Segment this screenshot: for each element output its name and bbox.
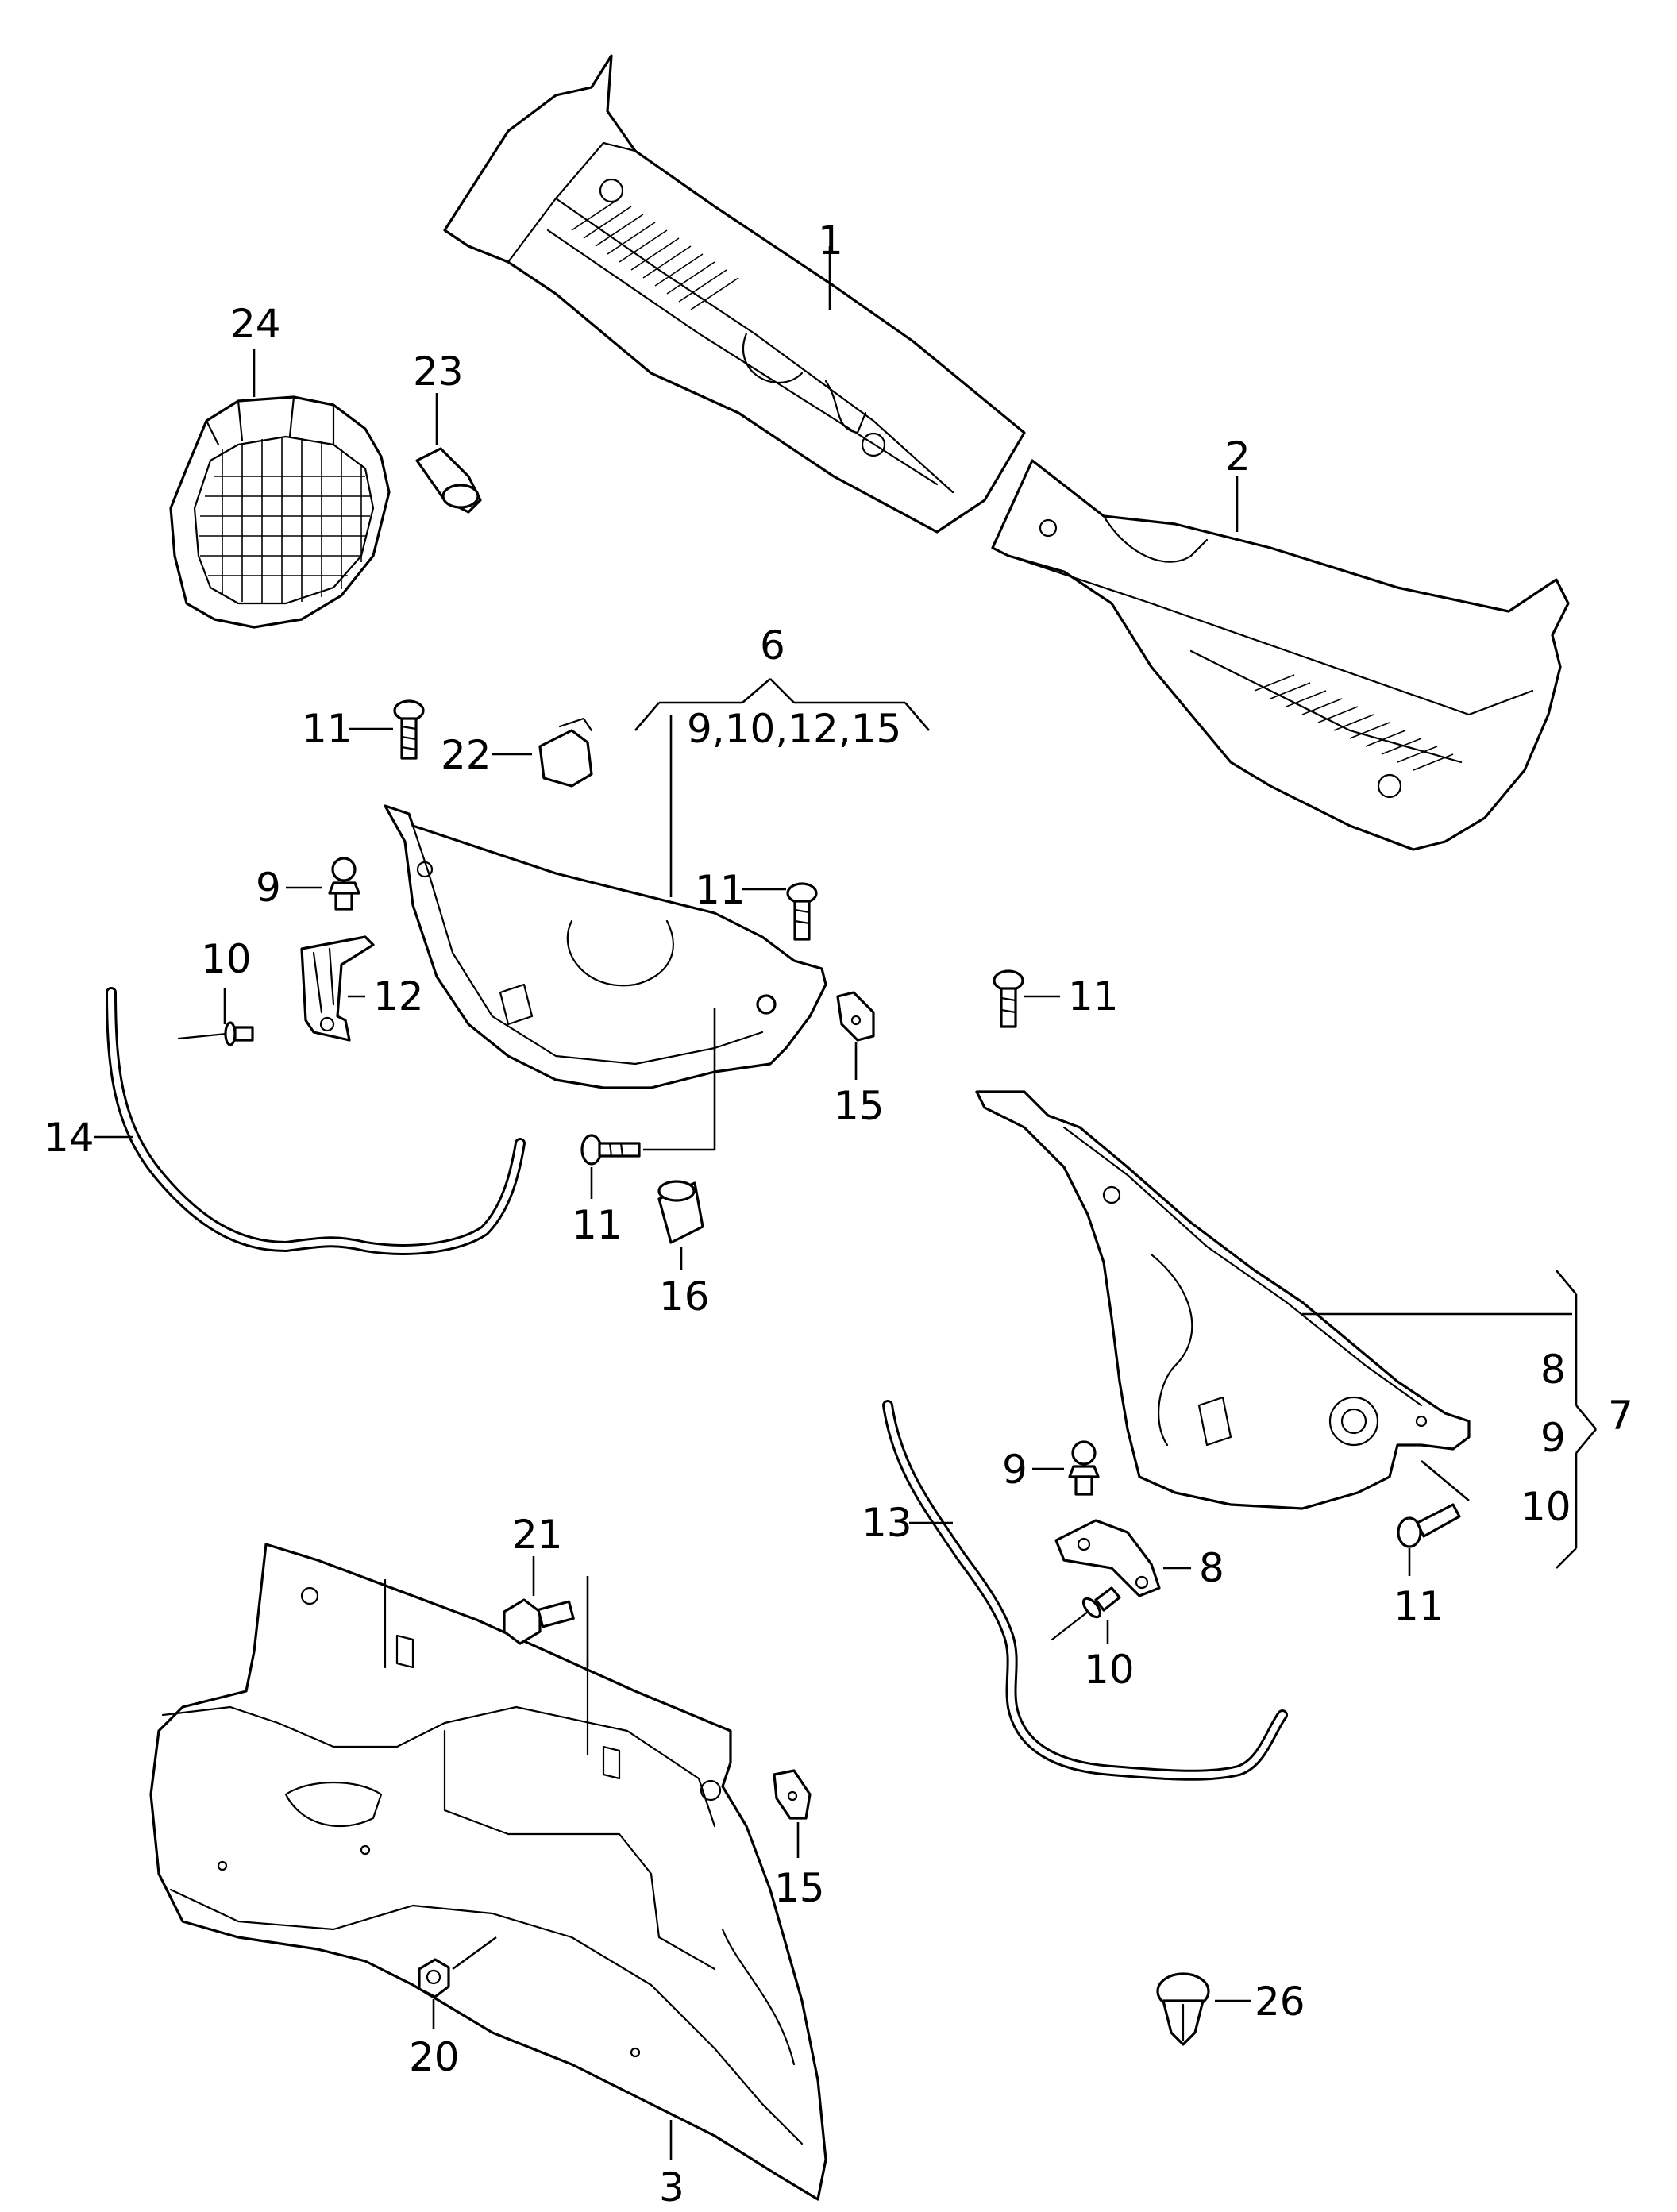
- part-1-left-water-deflector: [443, 54, 1026, 534]
- callout-16: 16: [659, 1274, 710, 1320]
- callout-22: 22: [441, 732, 492, 778]
- part-26-push-clip: [1156, 1972, 1251, 2046]
- part-10-rivet-a: [177, 988, 254, 1046]
- part-11-screw-b: [742, 882, 818, 941]
- callout-13: 13: [862, 1500, 912, 1546]
- group-6-bracket: [634, 678, 930, 897]
- callout-24: 24: [230, 301, 281, 347]
- part-13-hose: [882, 1400, 1288, 1781]
- part-12-bracket: [300, 935, 375, 1042]
- part-8-bracket: [1054, 1519, 1191, 1597]
- callout-15-a: 15: [834, 1083, 885, 1129]
- part-22-sensor: [492, 717, 593, 788]
- part-3-lower-cover: [149, 1543, 827, 2201]
- callout-9-b: 9: [1002, 1447, 1027, 1493]
- callout-20: 20: [409, 2034, 460, 2080]
- callout-15-b: 15: [774, 1865, 825, 1911]
- callout-10-b: 10: [1084, 1647, 1135, 1693]
- callout-11-b: 11: [695, 867, 746, 913]
- part-9-ball-stud-a: [286, 857, 360, 911]
- part-20-nut: [418, 1936, 497, 2029]
- callout-3: 3: [659, 2164, 684, 2210]
- group-7-bracket: [1302, 1270, 1597, 1569]
- part-11-screw-a: [349, 699, 425, 760]
- callout-14: 14: [44, 1115, 94, 1161]
- callout-11-c: 11: [572, 1202, 623, 1248]
- callout-11-a: 11: [302, 706, 353, 752]
- callout-9-a: 9: [256, 865, 281, 911]
- callout-6-sub: 9,10,12,15: [687, 706, 901, 752]
- part-15-clip-a: [836, 991, 875, 1080]
- callout-2: 2: [1225, 434, 1251, 480]
- part-15-clip-b: [773, 1769, 812, 1858]
- part-11-screw-d: [993, 969, 1060, 1028]
- part-6-left-cover-panel: [384, 804, 827, 1089]
- callout-12: 12: [373, 973, 424, 1019]
- callout-10-a: 10: [201, 936, 252, 982]
- part-11-screw-e: [1397, 1460, 1470, 1576]
- callout-11-e: 11: [1394, 1583, 1444, 1629]
- part-9-ball-stud-b: [1032, 1440, 1100, 1496]
- callout-7-sub-8: 8: [1540, 1347, 1566, 1393]
- callout-7-sub-9: 9: [1540, 1415, 1566, 1461]
- callout-8: 8: [1199, 1545, 1224, 1591]
- part-11-screw-c: [580, 1008, 716, 1199]
- callout-7: 7: [1608, 1393, 1633, 1439]
- callout-11-d: 11: [1068, 973, 1119, 1019]
- part-10-rivet-b: [1051, 1586, 1121, 1644]
- callout-1: 1: [818, 218, 843, 264]
- part-2-right-water-deflector: [991, 459, 1570, 851]
- callout-21: 21: [512, 1512, 563, 1558]
- callout-26: 26: [1255, 1979, 1305, 2025]
- part-24-filter-grille: [169, 349, 391, 629]
- callout-6: 6: [760, 622, 785, 669]
- part-14-hose: [94, 987, 526, 1255]
- part-16-spacer: [657, 1180, 704, 1270]
- callout-7-sub-10: 10: [1521, 1484, 1571, 1530]
- part-21-bolt: [503, 1556, 589, 1667]
- part-23-clip: [415, 393, 482, 514]
- callout-23: 23: [413, 349, 464, 395]
- part-7-right-cover-panel: [975, 1090, 1471, 1510]
